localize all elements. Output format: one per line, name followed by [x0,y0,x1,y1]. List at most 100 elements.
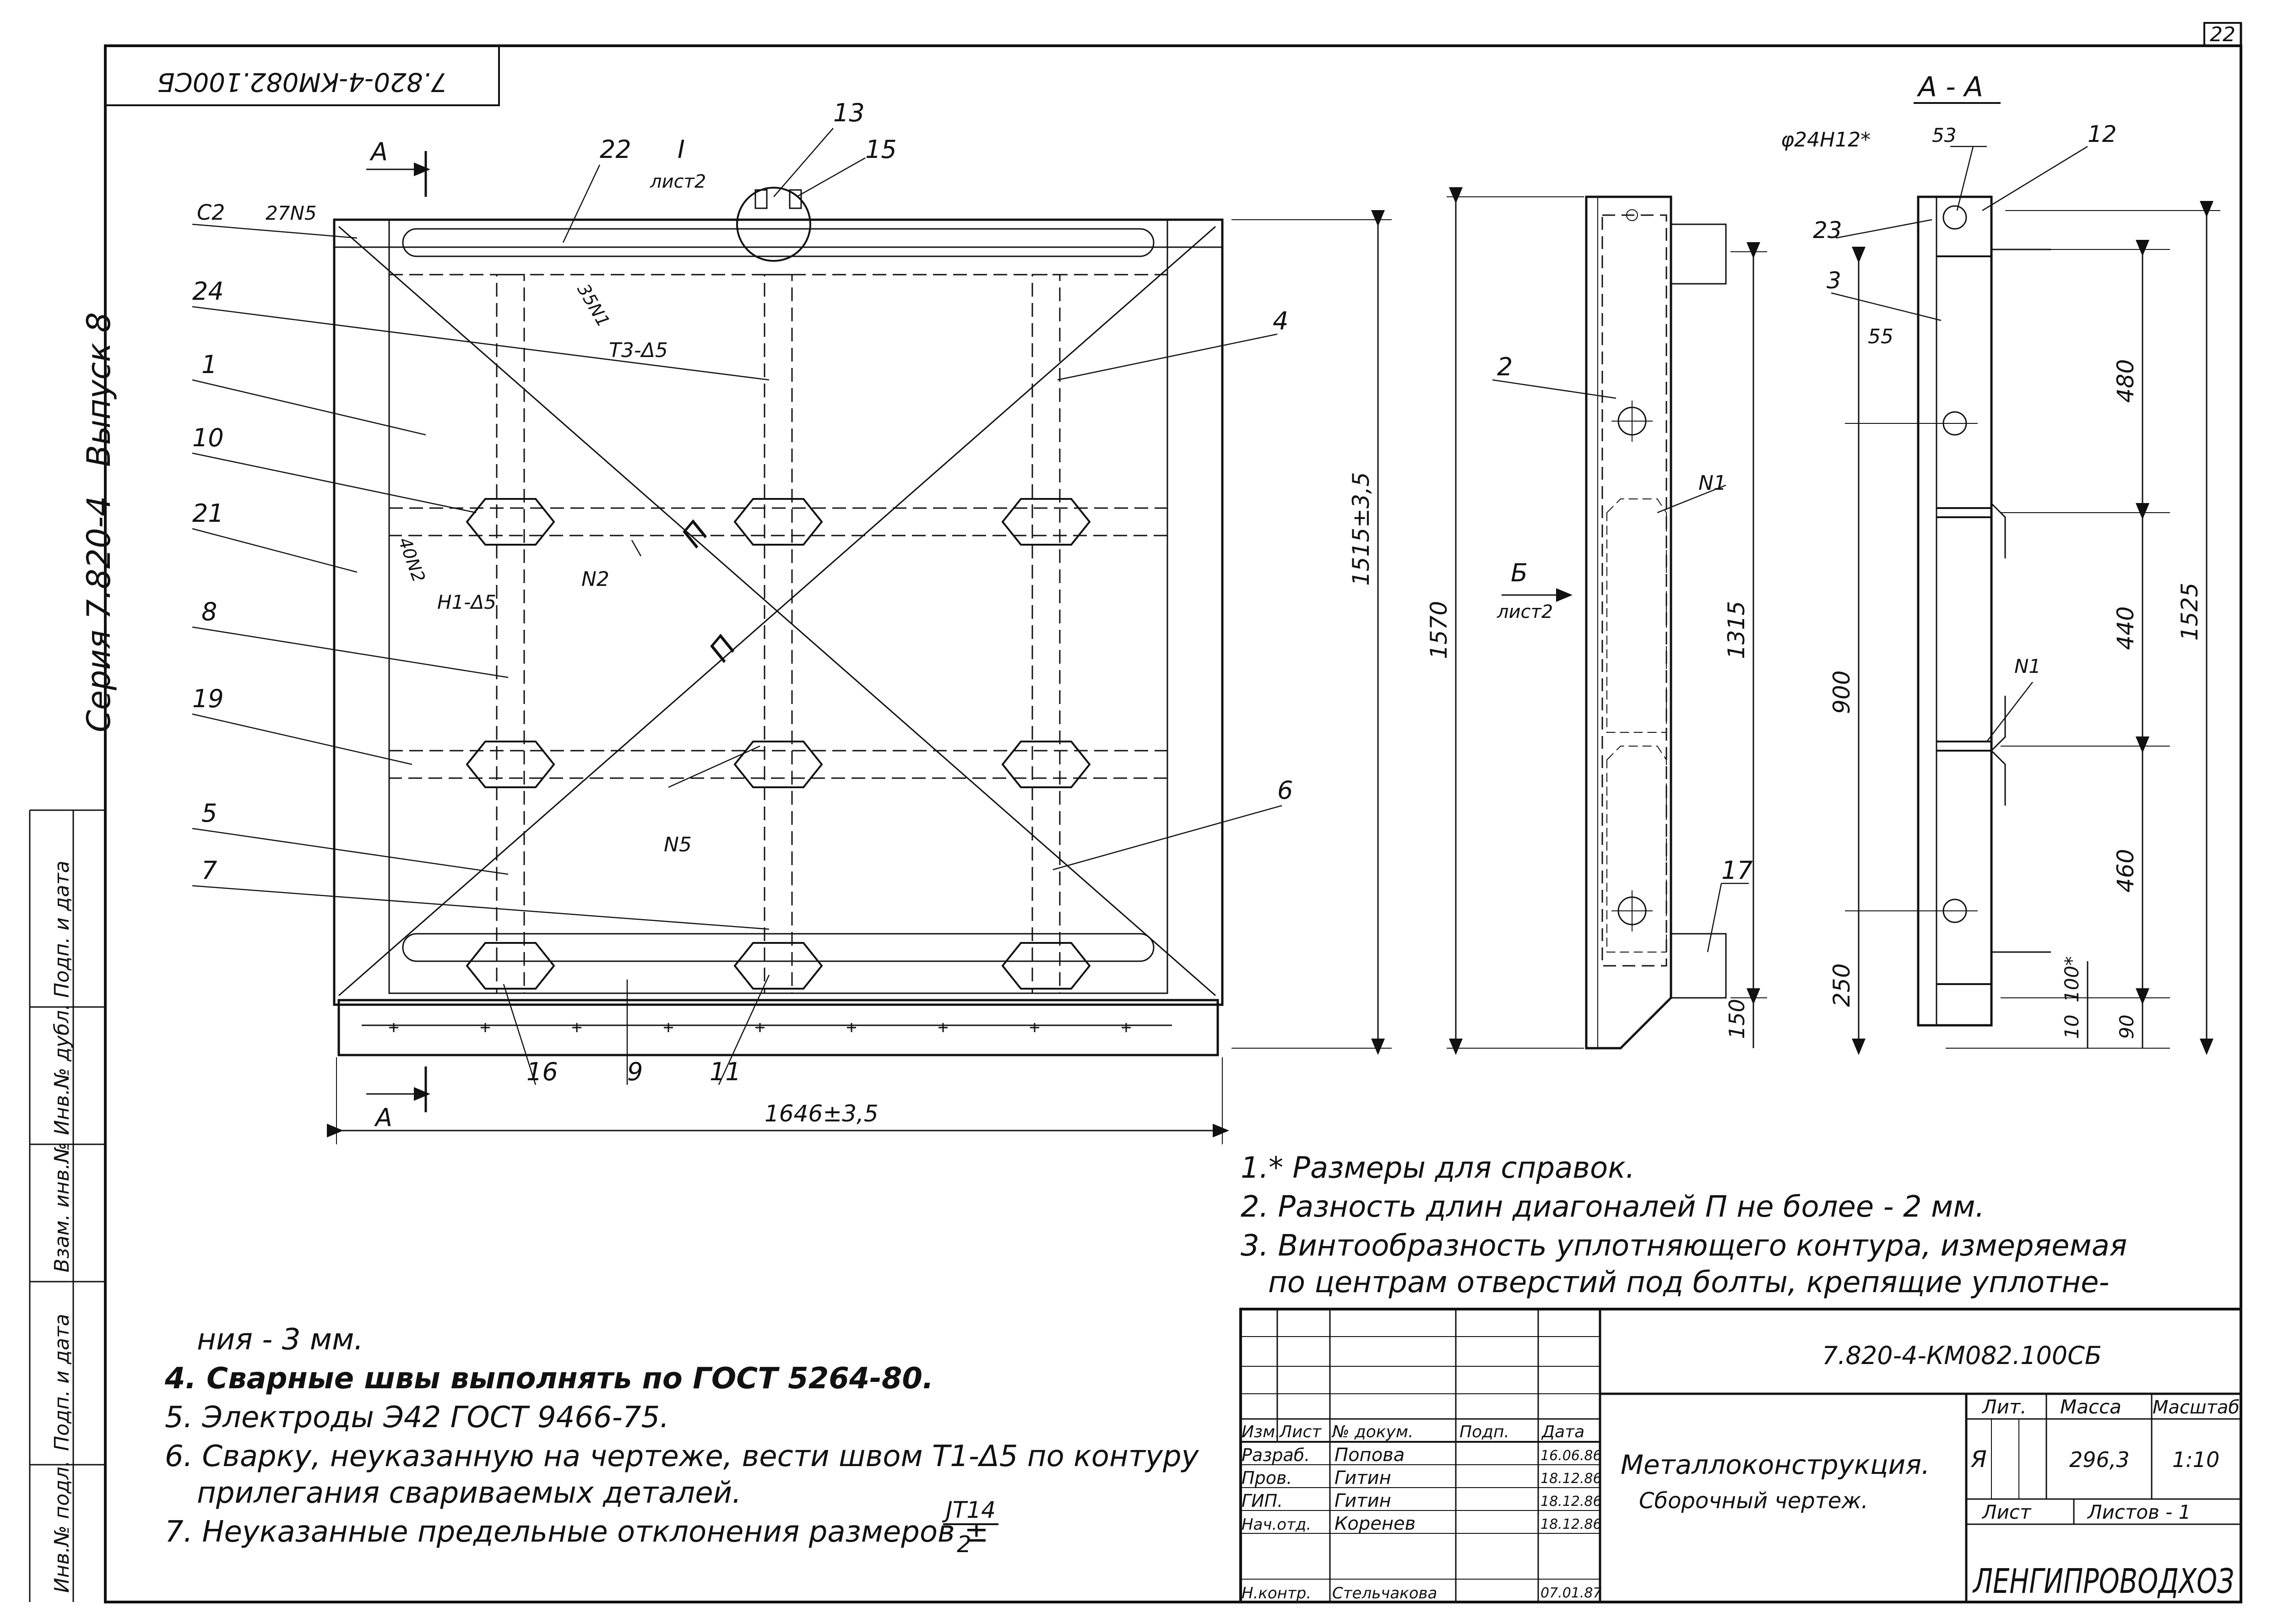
part-label-24: 24 [192,277,224,306]
weld-t3: Т3-Δ5 [609,339,668,362]
tb-header-list: Лист [1279,1423,1322,1441]
section-aa-title: А - А [1916,71,1983,103]
tb-date-nachotd: 18.12.86 [1540,1516,1602,1532]
dim-90: 90 [2115,1015,2138,1039]
part-label-4: 4 [1273,307,1288,336]
view-b: Б [1511,558,1528,587]
tb-sheets-label: Листов - 1 [2087,1501,2191,1523]
section-mark-a-top: А [369,137,388,166]
view-b-ref: лист2 [1497,601,1553,623]
tb-org: ЛЕНГИПРОВОДХОЗ [1972,1562,2234,1601]
diag-mark-2: П [703,630,743,668]
weld-h1: Н1-Δ5 [437,591,496,613]
side-view-labels: 2 N1 17 Б лист2 1570 1315 150 [1426,352,1753,1039]
tb-role-gip: ГИП. [1242,1491,1283,1511]
front-view [192,128,1392,1144]
tb-header-doc: № докум. [1331,1423,1413,1441]
tb-role-razrab: Разраб. [1242,1445,1310,1465]
dim-460: 460 [2112,849,2139,893]
sheet-frame [29,22,2242,1603]
dim-height-1515: 1515±3,5 [1348,472,1374,586]
dim-width-1646: 1646±3,5 [765,1100,879,1127]
top-code-box: 7.820-4-КМ082.100СБ [104,45,500,106]
dim-150: 150 [1725,999,1749,1039]
part-label-2: 2 [1497,352,1513,381]
weld-n1-side: N1 [1698,471,1726,495]
part-label-15: 15 [865,135,897,164]
note-3c: ния - 3 мм. [197,1323,363,1357]
callout-i-ref: лист2 [650,171,706,192]
note-6b: прилегания свариваемых деталей. [197,1476,742,1510]
tb-name-gip: Гитин [1334,1490,1391,1511]
side-view [1447,187,1767,1055]
note-2: 2. Разность длин диагоналей П не более -… [1241,1190,1985,1224]
stamp-inv-dubl: Инв.№ дубл. [50,1004,74,1135]
callout-i: I [678,135,685,164]
tb-date-gip: 18.12.86 [1540,1494,1602,1510]
part-label-22: 22 [600,135,631,164]
note-6a: 6. Сварку, неуказанную на чертеже, вести… [165,1440,1199,1473]
tb-sheet-label: Лист [1981,1501,2032,1523]
hole-dia: φ24Н12* [1781,128,1871,152]
weld-27n5: 27N5 [266,202,317,224]
dim-100: 100* [2061,956,2083,1002]
tb-code: 7.820-4-КМ082.100СБ [1822,1341,2102,1370]
dim-10: 10 [2061,1015,2083,1039]
weld-35n1: 35N1 [573,281,614,330]
note-7-frac-num: JT14 [943,1497,998,1525]
note-7: 7. Неуказанные предельные отклонения раз… [165,1515,989,1549]
note-7-frac-den: 2 [957,1531,971,1558]
tb-name-razrab: Попова [1334,1445,1405,1466]
series-label: Серия 7.820-4 [80,496,118,732]
tb-header-izm: Изм. [1242,1423,1280,1441]
tb-name-line2: Сборочный чертеж. [1639,1488,1868,1514]
tb-scale: 1:10 [2172,1447,2219,1472]
note-4: 4. Сварные швы выполнять по ГОСТ 5264-80… [165,1362,934,1396]
part-label-11: 11 [710,1057,741,1086]
top-code-mirrored: 7.820-4-КМ082.100СБ [157,67,447,97]
part-label-12: 12 [2088,121,2117,147]
dim-250: 250 [1828,964,1855,1007]
dim-1525: 1525 [2176,583,2203,641]
part-label-9: 9 [627,1057,643,1086]
part-label-7: 7 [201,856,217,885]
weld-c2: С2 [197,200,225,225]
note-3b: по центрам отверстий под болты, крепящие… [1268,1266,2110,1299]
section-mark-a-bottom: А [374,1103,392,1132]
part-label-23: 23 [1813,217,1842,244]
dim-440: 440 [2112,606,2139,650]
tb-name-nkontr: Стельчакова [1332,1584,1437,1602]
section-aa [1831,102,2220,1055]
title-block-grid [1239,1308,2242,1603]
part-label-8: 8 [201,597,217,626]
tb-mass-header: Масса [2060,1396,2121,1418]
part-label-5: 5 [201,799,217,828]
tb-role-nkontr: Н.контр. [1242,1584,1311,1602]
stamp-vzam-inv: Взам. инв.№ [50,1142,74,1272]
part-label-21: 21 [192,499,224,528]
part-label-10: 10 [192,423,224,452]
section-aa-labels: А - А φ24Н12* 53 12 23 3 55 N1 N1 480 44… [1781,71,2203,1039]
stamp-podp-data-1: Подп. и дата [50,1314,74,1451]
part-label-1: 1 [201,350,217,379]
front-view-labels: А А I лист2 С2 27N5 35N1 Т3-Δ5 40N2 Н1-Δ… [192,98,1374,1132]
dim-900: 900 [1828,671,1855,714]
tb-date-razrab: 16.06.86 [1540,1448,1602,1464]
tb-header-date: Дата [1541,1423,1584,1441]
dim-53: 53 [1932,124,1956,146]
diag-mark-1: П [676,515,716,554]
weld-n5: N5 [664,833,692,856]
weld-n1-aa-a: N1 [2014,655,2041,677]
part-label-19: 19 [192,684,224,713]
title-block-text: 7.820-4-КМ082.100СБ Изм. Лист № докум. П… [1242,1341,2240,1602]
tb-name-line1: Металлоконструкция. [1621,1449,1930,1480]
part-label-13: 13 [833,98,865,127]
tb-date-nkontr: 07.01.87 [1540,1585,1602,1601]
part-label-6: 6 [1277,776,1293,805]
tb-role-prov: Пров. [1242,1468,1292,1488]
dim-55: 55 [1868,325,1893,348]
weld-40n2: 40N2 [395,535,429,585]
tb-lit: Я [1970,1446,1987,1472]
note-5: 5. Электроды Э42 ГОСТ 9466-75. [165,1401,669,1435]
